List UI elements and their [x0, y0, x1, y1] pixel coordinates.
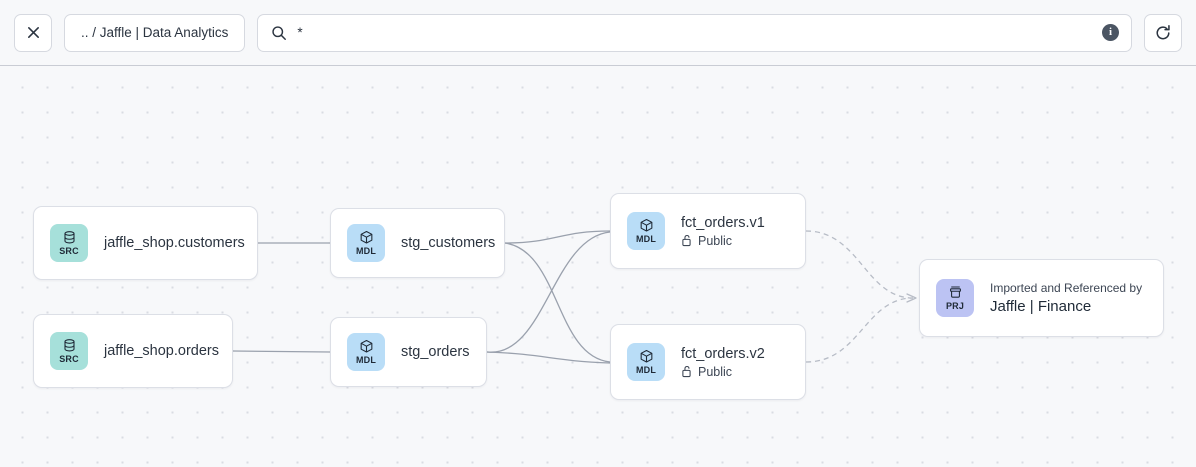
search-input[interactable]: * i: [257, 13, 1132, 52]
cube-icon: [640, 349, 652, 363]
search-value: *: [297, 24, 304, 40]
node-text: stg_orders: [401, 344, 470, 360]
badge-mdl: MDL: [627, 212, 665, 250]
node-stg-customers[interactable]: MDL stg_customers: [330, 208, 505, 278]
edge-layer: [232, 230, 917, 364]
badge-label: PRJ: [945, 301, 965, 311]
top-toolbar: .. / Jaffle | Data Analytics * i: [0, 0, 1196, 66]
node-text: jaffle_shop.orders: [104, 343, 219, 359]
search-icon: [272, 25, 287, 40]
node-text: fct_orders.v1 Public: [681, 215, 765, 248]
badge-label: SRC: [59, 246, 79, 256]
node-fct-orders-v1[interactable]: MDL fct_orders.v1 Public: [610, 193, 806, 269]
lineage-canvas[interactable]: SRC jaffle_shop.customers SRC jaffle_sho…: [0, 66, 1196, 467]
node-jaffle-shop-orders[interactable]: SRC jaffle_shop.orders: [33, 314, 233, 388]
info-icon[interactable]: i: [1102, 24, 1119, 41]
node-visibility: Public: [681, 365, 765, 379]
badge-label: MDL: [635, 234, 657, 244]
project-relationship-label: Imported and Referenced by: [990, 281, 1143, 295]
badge-prj: PRJ: [936, 279, 974, 317]
node-title: fct_orders.v1: [681, 214, 765, 231]
badge-src: SRC: [50, 332, 88, 370]
badge-label: MDL: [635, 365, 657, 375]
node-title: jaffle_shop.orders: [104, 343, 220, 359]
refresh-button[interactable]: [1144, 13, 1182, 52]
unlock-icon: [682, 234, 691, 247]
breadcrumb-label: .. / Jaffle | Data Analytics: [81, 25, 229, 40]
node-visibility-label: Public: [698, 233, 733, 248]
project-icon: [949, 286, 961, 298]
edge-v2-project: [805, 297, 914, 363]
node-visibility-label: Public: [698, 364, 733, 379]
refresh-icon: [1156, 24, 1170, 39]
badge-label: MDL: [355, 246, 377, 256]
badge-mdl: MDL: [347, 224, 385, 262]
badge-label: MDL: [355, 355, 377, 365]
database-icon: [63, 231, 75, 244]
cube-icon: [640, 218, 652, 232]
edge-stgcustomers-v1: [504, 230, 611, 244]
node-text: jaffle_shop.customers: [104, 235, 245, 251]
close-button[interactable]: [14, 13, 52, 52]
node-stg-orders[interactable]: MDL stg_orders: [330, 317, 487, 387]
edge-orders-stg: [232, 350, 331, 353]
badge-src: SRC: [50, 224, 88, 262]
close-icon: [27, 27, 39, 38]
node-fct-orders-v2[interactable]: MDL fct_orders.v2 Public: [610, 324, 806, 400]
node-text: Imported and Referenced by Jaffle | Fina…: [990, 281, 1142, 315]
unlock-icon: [682, 365, 691, 378]
node-title: stg_orders: [401, 344, 470, 360]
edge-stgorders-v1: [486, 231, 611, 353]
node-title: stg_customers: [401, 235, 496, 251]
node-title: fct_orders.v2: [681, 345, 765, 362]
edge-arrowhead: [906, 293, 917, 303]
database-icon: [63, 339, 75, 352]
badge-label: SRC: [59, 354, 79, 364]
node-text: fct_orders.v2 Public: [681, 346, 765, 379]
node-project-jaffle-finance[interactable]: PRJ Imported and Referenced by Jaffle | …: [919, 259, 1164, 337]
node-text: stg_customers: [401, 235, 495, 251]
edge-stgorders-v2: [486, 351, 611, 364]
node-title: jaffle_shop.customers: [104, 235, 245, 251]
node-visibility: Public: [681, 234, 765, 248]
project-name: Jaffle | Finance: [990, 298, 1092, 315]
badge-mdl: MDL: [347, 333, 385, 371]
breadcrumb[interactable]: .. / Jaffle | Data Analytics: [64, 13, 246, 52]
edge-v1-project: [805, 230, 914, 299]
cube-icon: [360, 230, 372, 244]
cube-icon: [360, 339, 372, 353]
badge-mdl: MDL: [627, 343, 665, 381]
edge-stgcustomers-v2: [504, 242, 611, 363]
node-jaffle-shop-customers[interactable]: SRC jaffle_shop.customers: [33, 206, 258, 280]
